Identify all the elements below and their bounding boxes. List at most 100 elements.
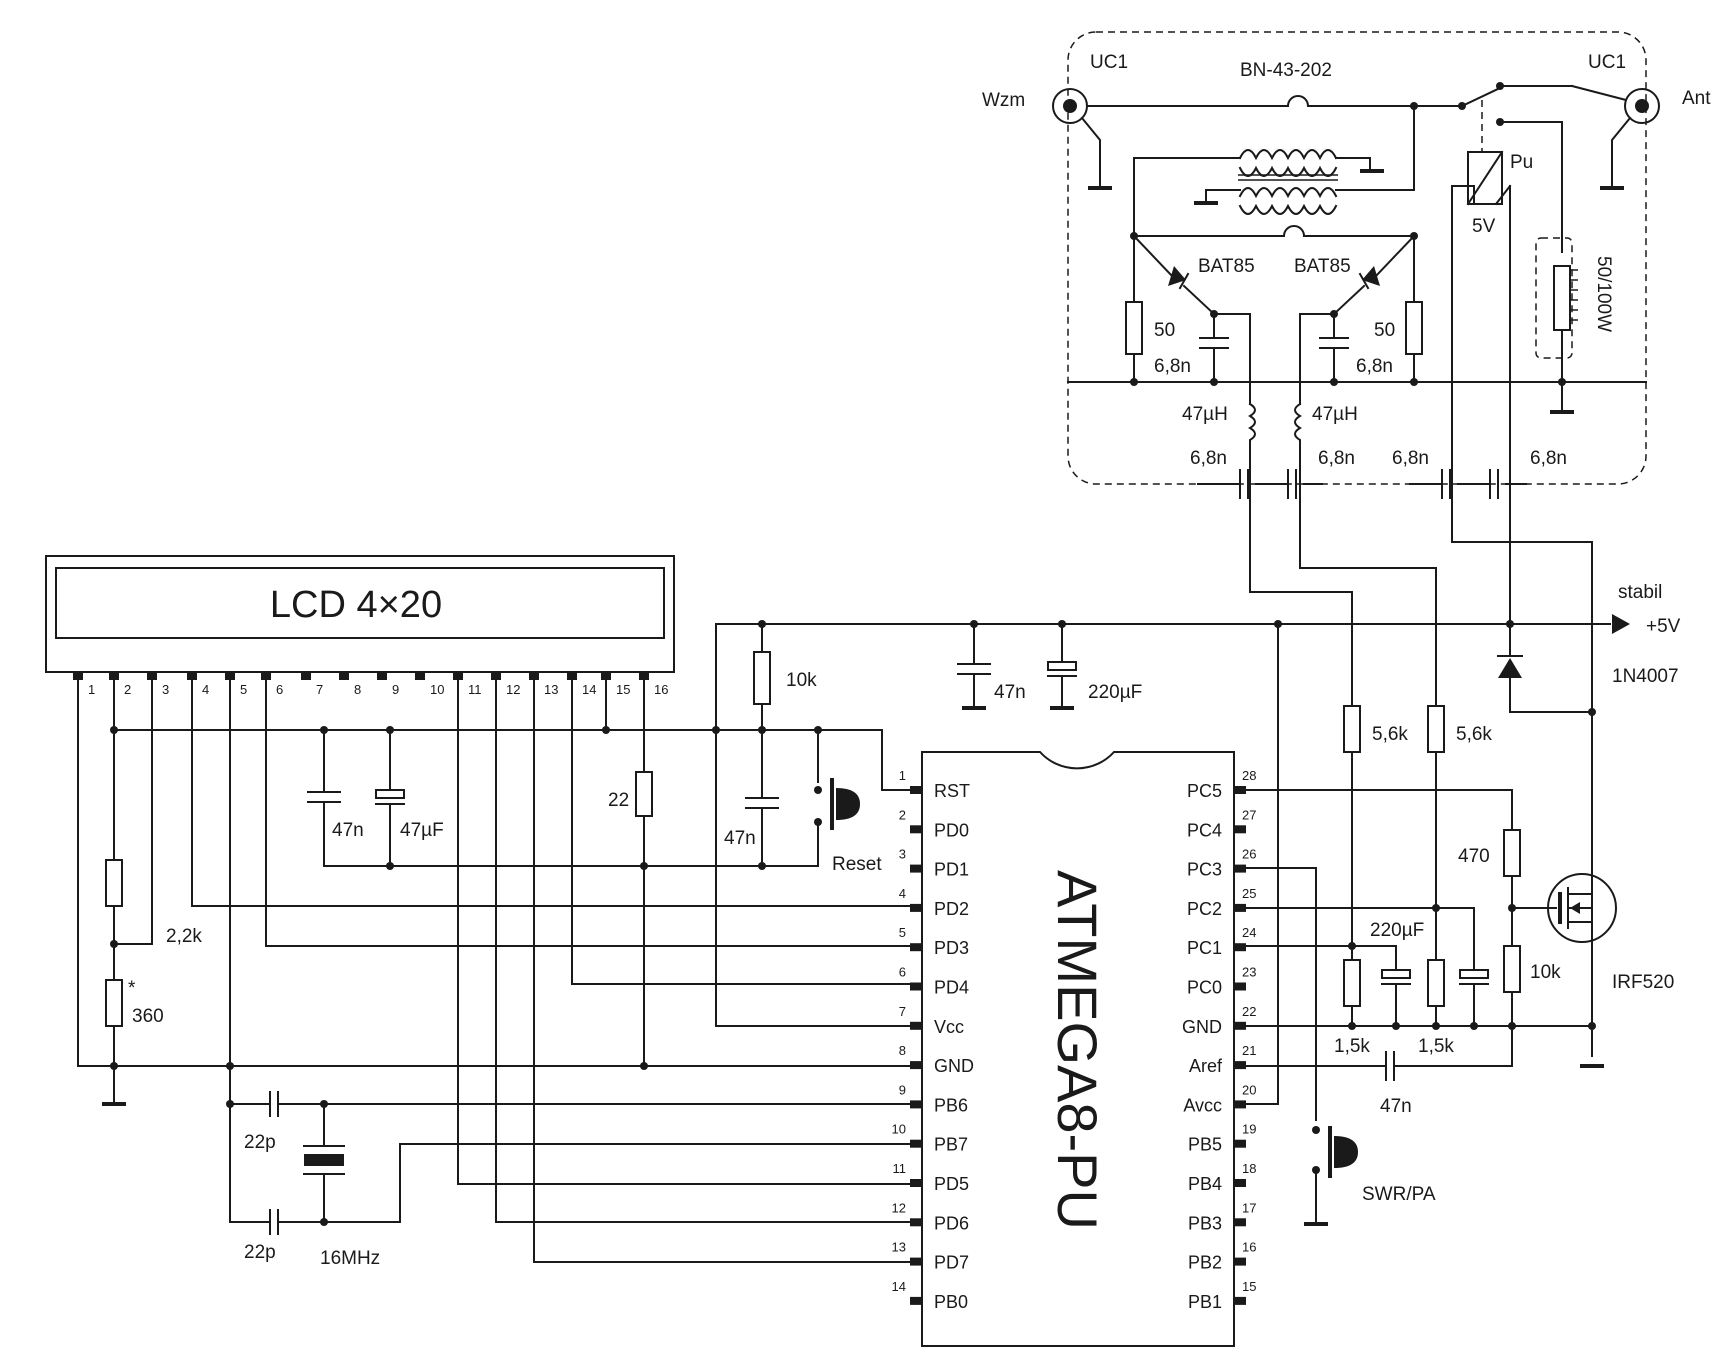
label-c68-r: 6,8n xyxy=(1356,356,1393,377)
mcu-pin-number: 11 xyxy=(893,1161,907,1176)
lcd-pin-number: 10 xyxy=(430,682,444,697)
mcu-pin-number: 3 xyxy=(899,847,906,862)
lcd-pin-pad xyxy=(261,672,271,680)
mcu-pin-pad xyxy=(910,1257,922,1266)
mcu-pin-number: 8 xyxy=(899,1043,906,1058)
mcu-pin-label: PB5 xyxy=(1188,1135,1222,1155)
mcu-pin-number: 6 xyxy=(899,965,906,980)
mcu-pin-label: PD4 xyxy=(934,978,969,998)
lcd-pin-pad xyxy=(491,672,501,680)
label-diode-r: BAT85 xyxy=(1294,256,1351,277)
lcd-pin-number: 1 xyxy=(88,682,95,697)
label-transformer: BN-43-202 xyxy=(1240,60,1332,81)
lcd-pin-number: 6 xyxy=(276,682,283,697)
mcu-pin-label: PC4 xyxy=(1187,820,1222,840)
mcu-pin-pad xyxy=(1234,943,1246,952)
lcd-pin-pad xyxy=(529,672,539,680)
mcu-pin-pad xyxy=(910,1021,922,1030)
mcu-pin-number: 9 xyxy=(899,1082,906,1097)
mcu-pin-number: 20 xyxy=(1242,1082,1256,1097)
chip-name: ATMEGA8-PU xyxy=(1046,870,1109,1230)
right-detector xyxy=(1299,234,1423,405)
inductor-left xyxy=(1248,402,1256,485)
mcu-pin-label: PD2 xyxy=(934,899,969,919)
mcu-pin-label: PC3 xyxy=(1187,860,1222,880)
lcd-pin-pad xyxy=(301,672,311,680)
label-c68-l: 6,8n xyxy=(1154,356,1191,377)
label-r15-r: 1,5k xyxy=(1418,1036,1454,1057)
label-c47u-lcd: 47µF xyxy=(400,820,444,841)
coupler-enclosure xyxy=(1067,31,1647,485)
lcd-pin-pad xyxy=(339,672,349,680)
mcu-pin-label: PB4 xyxy=(1188,1174,1222,1194)
mcu-pin-label: PD5 xyxy=(934,1174,969,1194)
lcd-pin-pad xyxy=(73,672,83,680)
mcu-pin-number: 5 xyxy=(899,925,906,940)
label-diode-l: BAT85 xyxy=(1198,256,1255,277)
lcd-pin-pad xyxy=(109,672,119,680)
label-reset: Reset xyxy=(832,854,882,875)
mcu-pin-label: PD1 xyxy=(934,860,969,880)
label-c22p-bot: 22p xyxy=(244,1242,276,1263)
label-swr: SWR/PA xyxy=(1362,1184,1436,1205)
lcd-pin-number: 15 xyxy=(616,682,630,697)
relay-switch xyxy=(1460,82,1628,253)
label-r360: 360 xyxy=(132,1006,164,1027)
mcu-pin-label: PC5 xyxy=(1187,781,1222,801)
mcu-pin-pad xyxy=(1234,825,1246,834)
lcd-pin-number: 7 xyxy=(316,682,323,697)
label-l-l: 47µH xyxy=(1182,404,1228,425)
lcd-pin-pad xyxy=(639,672,649,680)
mcu-pin-label: PC0 xyxy=(1187,978,1222,998)
mcu-pin-number: 2 xyxy=(899,807,906,822)
lcd-pin-pad xyxy=(453,672,463,680)
mcu-pin-number: 7 xyxy=(899,1004,906,1019)
rf-through-line xyxy=(1086,95,1463,107)
lcd-pin-pad xyxy=(567,672,577,680)
mcu-pin-number: 1 xyxy=(899,768,906,783)
component-labels: UC1 UC1 BN-43-202 Wzm Ant Pu 5V 50/100W … xyxy=(128,52,1711,1269)
feedthrough-caps xyxy=(1197,469,1527,499)
transformer xyxy=(1133,105,1415,237)
lcd-pin-number: 14 xyxy=(582,682,596,697)
mcu-pin-pad xyxy=(1234,1296,1246,1305)
mcu-pin-label: GND xyxy=(934,1056,974,1076)
label-r470: 470 xyxy=(1458,846,1490,867)
relay-coil xyxy=(1451,150,1593,715)
lcd-pin-number: 4 xyxy=(202,682,209,697)
lcd-pin-number: 5 xyxy=(240,682,247,697)
rf-coupler-section xyxy=(1052,31,1660,715)
label-relay-v: 5V xyxy=(1472,216,1496,237)
mcu-pin-label: PD7 xyxy=(934,1253,969,1273)
mcu-pin-label: Vcc xyxy=(934,1017,964,1037)
mcu-pin-pad xyxy=(1234,1257,1246,1266)
mcu-pin-label: PB7 xyxy=(934,1135,968,1155)
mcu-pin-number: 12 xyxy=(892,1200,906,1215)
label-plus5v: +5V xyxy=(1646,616,1681,637)
label-stabil: stabil xyxy=(1618,582,1662,603)
adc-wiring xyxy=(1239,623,1617,1226)
dummy-load xyxy=(1535,237,1578,414)
mcu-pin-number: 16 xyxy=(1242,1240,1256,1255)
mcu-pin-pad xyxy=(910,1061,922,1070)
mcu-pin-number: 19 xyxy=(1242,1122,1256,1137)
label-c220-pwr: 220µF xyxy=(1088,682,1142,703)
mcu-pin-number: 21 xyxy=(1242,1043,1256,1058)
mcu-pin-number: 13 xyxy=(892,1240,906,1255)
mcu-pin-label: Avcc xyxy=(1183,1095,1222,1115)
lcd-pin-pad xyxy=(147,672,157,680)
mcu-pin-label: PB2 xyxy=(1188,1253,1222,1273)
mcu-pin-label: PB0 xyxy=(934,1292,968,1312)
mcu-pin-label: Aref xyxy=(1189,1056,1223,1076)
lcd-pin-pad xyxy=(187,672,197,680)
lcd-pin-number: 12 xyxy=(506,682,520,697)
label-c47n-rst: 47n xyxy=(724,828,756,849)
mcu-pin-label: PC2 xyxy=(1187,899,1222,919)
lcd-pin-number: 2 xyxy=(124,682,131,697)
label-r22k: 2,2k xyxy=(166,926,202,947)
label-xtal: 16MHz xyxy=(320,1248,380,1269)
mcu-pin-label: GND xyxy=(1182,1017,1222,1037)
mcu-pin-pad xyxy=(910,825,922,834)
label-c47n-pwr: 47n xyxy=(994,682,1026,703)
